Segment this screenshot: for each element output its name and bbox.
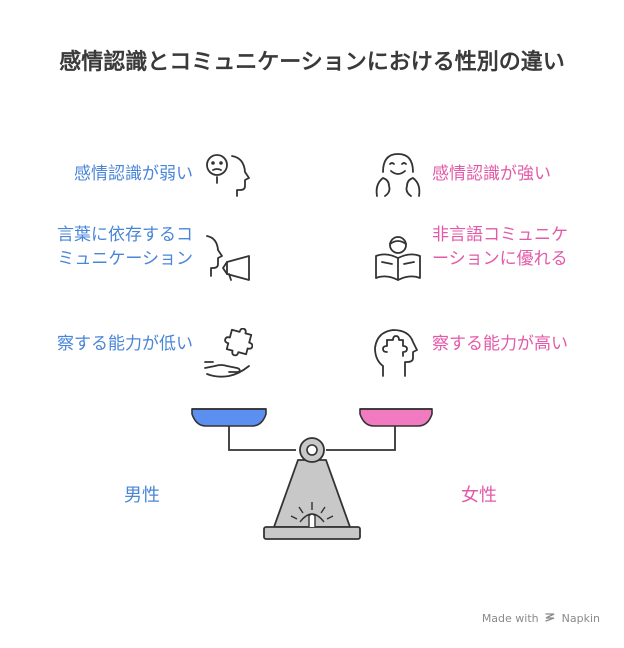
- puzzle-hand-icon: [203, 328, 253, 380]
- left-label-perception-low: 察する能力が低い: [57, 334, 193, 354]
- confused-head-icon: [202, 150, 252, 200]
- head-puzzle-icon: [373, 328, 423, 380]
- right-label-emotion-strong: 感情認識が強い: [432, 164, 551, 184]
- diagram-title: 感情認識とコミュニケーションにおける性別の違い: [59, 50, 565, 75]
- napkin-logo-icon: [545, 612, 555, 625]
- speaking-megaphone-icon: [203, 232, 255, 282]
- happy-face-icon: [373, 150, 423, 200]
- right-label-perception-high: 察する能力が高い: [432, 334, 568, 354]
- watermark: Made with Napkin: [482, 612, 600, 625]
- gender-label-male: 男性: [124, 485, 160, 506]
- right-pan: [359, 408, 433, 427]
- right-label-nonverbal-communication: 非言語コミュニケーションに優れる: [432, 225, 568, 269]
- left-label-verbal-communication: 言葉に依存するコミュニケーション: [57, 225, 193, 269]
- gender-label-female: 女性: [461, 485, 497, 506]
- watermark-brand: Napkin: [561, 612, 600, 625]
- left-label-emotion-weak: 感情認識が弱い: [74, 164, 193, 184]
- reading-book-icon: [372, 232, 424, 282]
- scale-base: [263, 526, 361, 540]
- watermark-made-with: Made with: [481, 612, 539, 625]
- left-pan: [191, 408, 267, 427]
